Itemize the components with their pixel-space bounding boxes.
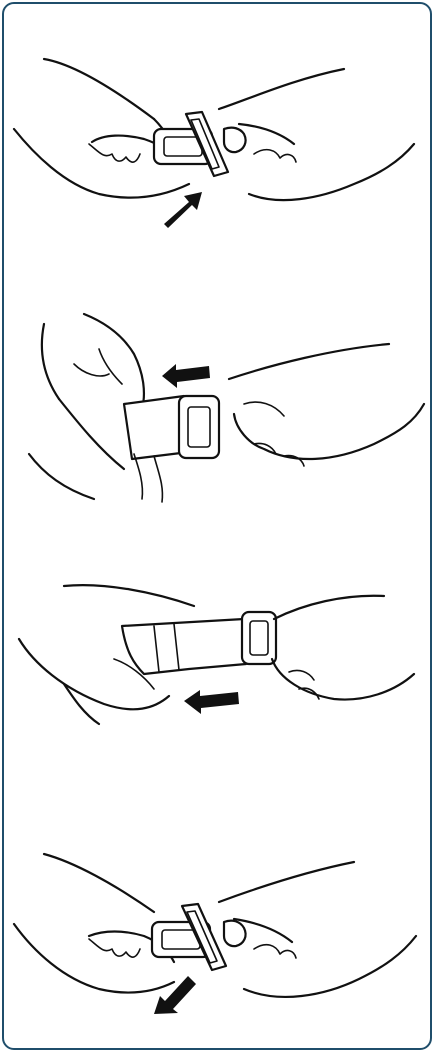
step-1-panel	[4, 34, 434, 244]
hands-buckle-release-icon	[4, 844, 434, 1034]
step-3-panel	[4, 564, 434, 754]
hands-strap-pull-left-icon	[4, 304, 434, 514]
step-2-panel	[4, 304, 434, 514]
step-4-panel	[4, 844, 434, 1034]
hands-strap-tighten-icon	[4, 564, 434, 754]
hands-buckle-insert-icon	[4, 34, 434, 244]
